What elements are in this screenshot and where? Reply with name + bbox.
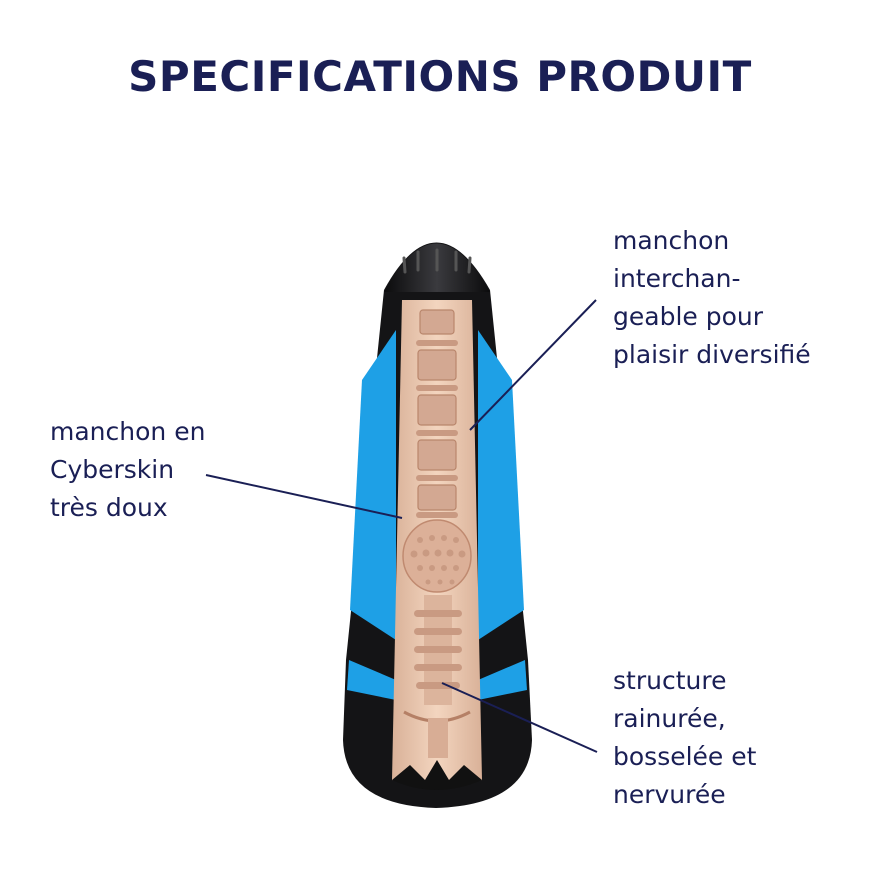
callout-line: rainurée,	[613, 704, 726, 733]
callout-line: geable pour	[613, 302, 763, 331]
blue-panel-left	[350, 330, 396, 640]
callout-line: interchan-	[613, 264, 741, 293]
callout-line: manchon en	[50, 417, 206, 446]
leader-line-structure	[441, 682, 598, 753]
callout-line: nervurée	[613, 780, 726, 809]
callout-material: manchon en Cyberskin très doux	[50, 413, 205, 527]
callout-line: structure	[613, 666, 727, 695]
page-title: SPECIFICATIONS PRODUIT	[128, 52, 752, 101]
callout-line: très doux	[50, 493, 168, 522]
blue-panel-right	[478, 330, 524, 640]
callout-interchangeable: manchon interchan- geable pour plaisir d…	[613, 222, 811, 374]
callout-structure: structure rainurée, bosselée et nervurée	[613, 662, 756, 814]
leader-line-material	[205, 474, 403, 519]
leader-line-interchangeable	[469, 299, 597, 431]
callout-line: manchon	[613, 226, 730, 255]
callout-line: Cyberskin	[50, 455, 175, 484]
opening	[392, 760, 482, 790]
callout-line: bosselée et	[613, 742, 757, 771]
callout-line: plaisir diversifié	[613, 340, 811, 369]
